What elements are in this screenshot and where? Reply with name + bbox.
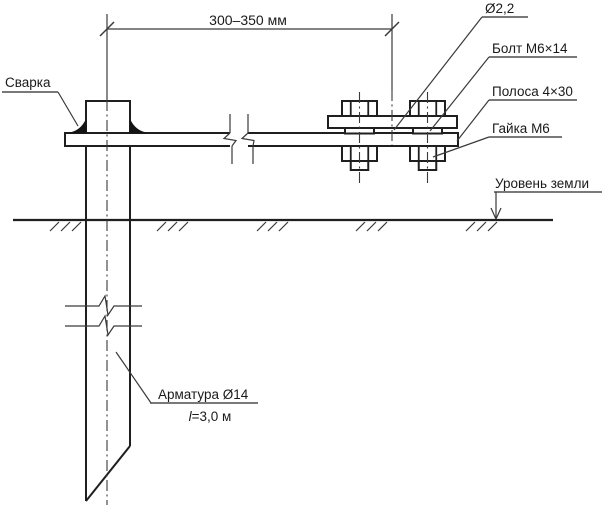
weld-callout: Сварка — [2, 75, 79, 127]
strip-break — [222, 114, 255, 164]
bolt-label: Болт М6×14 — [492, 41, 568, 56]
weld-fillet-left — [69, 119, 87, 134]
strip-right-piece — [248, 132, 459, 147]
rebar-rod — [85, 146, 131, 502]
hole-diameter-leader — [393, 16, 483, 131]
hole-diameter-label: Ø2,2 — [485, 1, 514, 16]
strip-callout: Полоса 4×30 — [456, 84, 577, 142]
dimension-annotation: 300–350 мм — [99, 12, 400, 100]
rebar-label: Арматура Ø14 — [158, 387, 249, 402]
strip-left-piece — [64, 132, 230, 147]
weld-leader — [57, 91, 79, 127]
nut-callout: Гайка М6 — [432, 121, 562, 158]
bolt-leader — [429, 56, 490, 132]
weld-fillet-right — [129, 119, 147, 134]
ground-hatch — [49, 221, 498, 232]
rebar-leader — [115, 351, 152, 404]
rebar-stub — [85, 100, 131, 134]
bolt-callout: Болт М6×14 — [429, 41, 577, 132]
nut-leader — [432, 136, 490, 158]
strip-leader — [456, 99, 490, 142]
rod-tip — [85, 445, 131, 502]
nut-label: Гайка М6 — [492, 121, 550, 136]
ground-level-callout: Уровень земли — [490, 176, 602, 220]
rebar-assembly — [65, 100, 147, 502]
ground-level-label: Уровень земли — [495, 176, 589, 191]
dimension-tick-left — [99, 21, 115, 37]
centerlines — [106, 90, 429, 505]
ground-line-group — [13, 218, 553, 232]
dimension-tick-right — [384, 21, 400, 37]
dimension-label: 300–350 мм — [209, 12, 287, 28]
rebar-length-label: l=3,0 м — [189, 409, 232, 424]
rebar-callout: Арматура Ø14 l=3,0 м — [115, 351, 258, 424]
weld-label: Сварка — [5, 75, 51, 90]
strip-label: Полоса 4×30 — [492, 84, 573, 99]
down-arrow-icon — [490, 207, 502, 220]
hole-diameter-callout: Ø2,2 — [393, 1, 528, 131]
